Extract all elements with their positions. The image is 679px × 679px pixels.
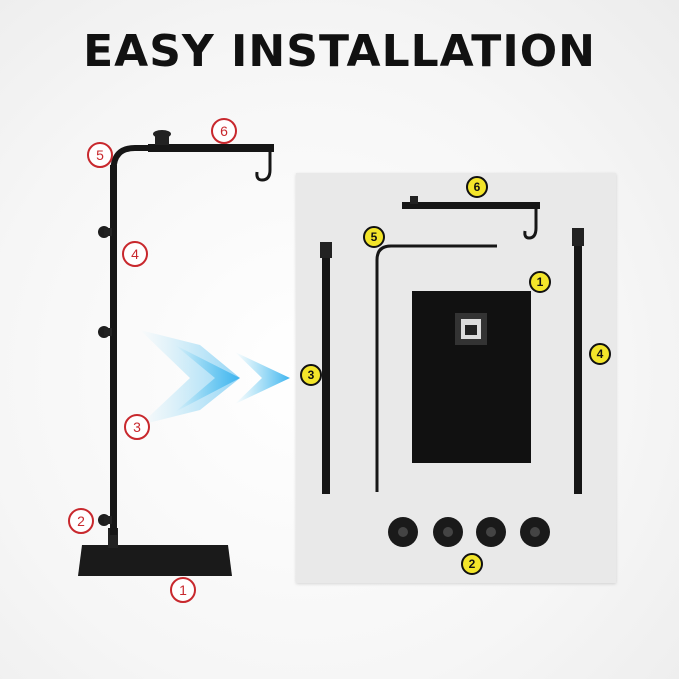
part-label-2: 2	[461, 553, 483, 575]
horizontal-arm	[148, 144, 274, 152]
part-label-6: 6	[466, 176, 488, 198]
part-label-1: 1	[529, 271, 551, 293]
arrow-icon	[140, 330, 240, 425]
page-title: EASY INSTALLATION	[83, 26, 596, 77]
part-label-3: 3	[300, 364, 322, 386]
knob-icon	[476, 517, 506, 547]
part-label-5: 5	[363, 226, 385, 248]
knob-icon	[388, 517, 418, 547]
part-label-4: 4	[589, 343, 611, 365]
knob-icon	[433, 517, 463, 547]
stand-label-3: 3	[124, 414, 150, 440]
stand-label-6: 6	[211, 118, 237, 144]
stand-label-5: 5	[87, 142, 113, 168]
stand-label-2: 2	[68, 508, 94, 534]
stand-label-4: 4	[122, 241, 148, 267]
knob-icon	[520, 517, 550, 547]
base-plate	[78, 545, 232, 576]
vertical-pole	[110, 165, 117, 535]
stand-label-1: 1	[170, 577, 196, 603]
